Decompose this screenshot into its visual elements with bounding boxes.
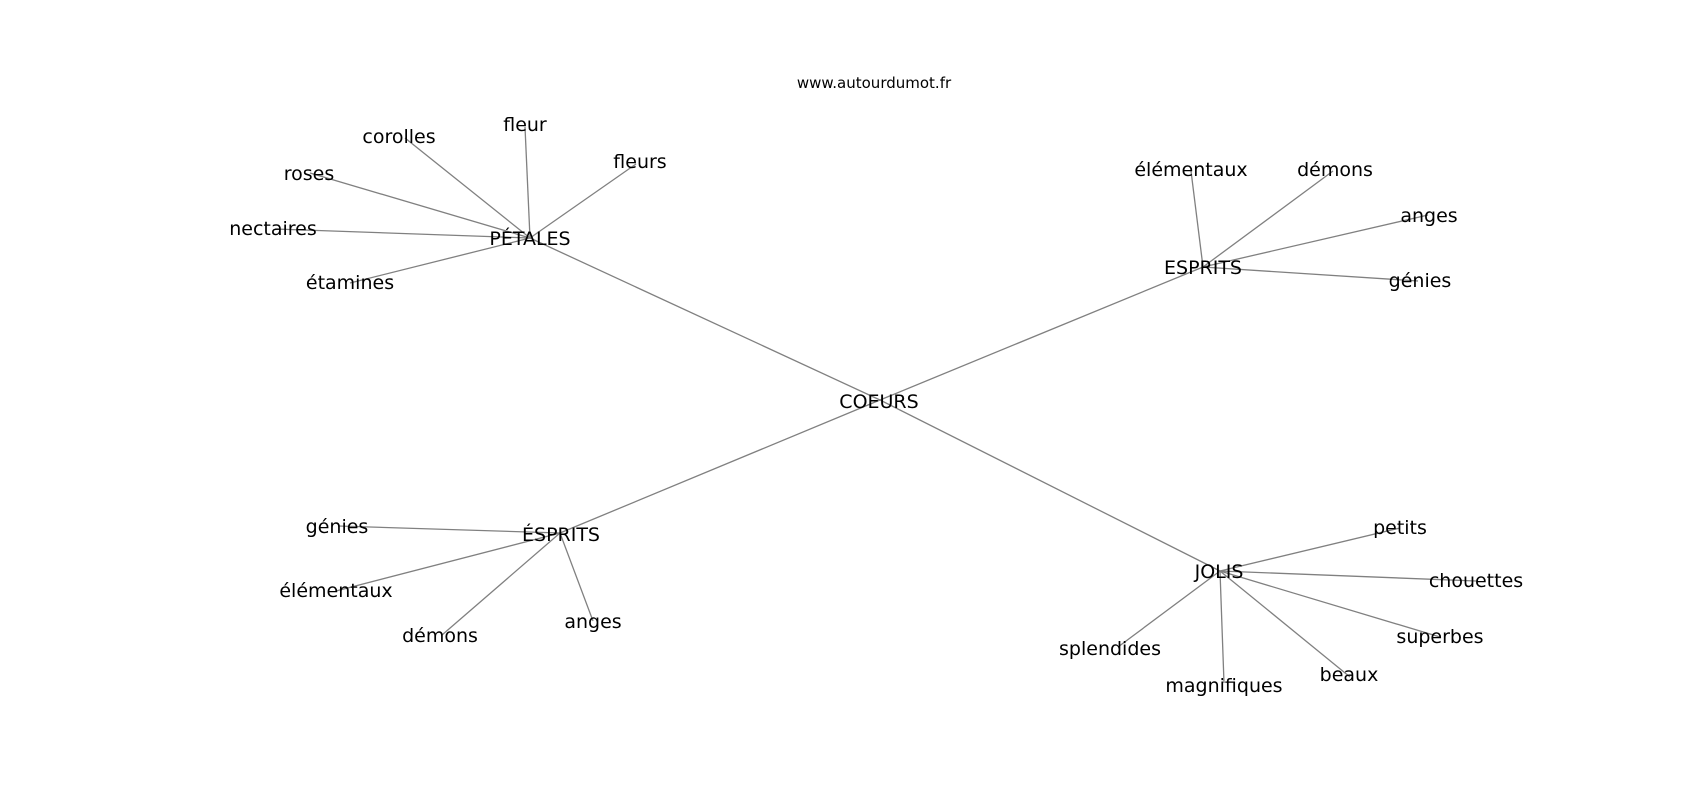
node-hub-esprits: ESPRITS xyxy=(1164,257,1242,279)
node-leaf-chouettes: chouettes xyxy=(1429,570,1523,592)
edge-jolis-magnifiques xyxy=(1219,570,1225,684)
edge-esprits-genies xyxy=(1202,266,1419,282)
edge-petales-fleur xyxy=(524,126,531,239)
node-leaf-anges: anges xyxy=(564,611,621,633)
node-leaf-fleurs: fleurs xyxy=(613,151,666,173)
node-hub-esprits-accent: ÉSPRITS xyxy=(522,523,600,546)
edge-esprits-demons xyxy=(1202,170,1334,268)
edge-center-esprits xyxy=(879,266,1204,401)
node-leaf-corolles: corolles xyxy=(362,126,435,148)
edge-jolis-splendides xyxy=(1117,570,1221,648)
edge-esprits-anges xyxy=(1202,214,1429,268)
source-watermark: www.autourdumot.fr xyxy=(797,74,952,92)
edge-esprits-accent-elementaux xyxy=(335,532,561,592)
edge-center-esprits-accent xyxy=(559,399,881,534)
node-leaf-roses: roses xyxy=(284,163,335,185)
edge-petales-etamines xyxy=(349,237,531,284)
edge-jolis-petits xyxy=(1219,527,1401,572)
node-leaf-nectaires: nectaires xyxy=(229,218,317,240)
edge-petales-roses xyxy=(309,172,531,239)
edge-esprits-accent-anges xyxy=(559,532,594,622)
node-leaf-etamines: étamines xyxy=(306,272,394,294)
edge-center-jolis xyxy=(879,399,1221,572)
node-leaf-beaux: beaux xyxy=(1320,664,1379,686)
node-leaf-demons: démons xyxy=(402,625,478,647)
edge-petales-fleurs xyxy=(529,163,637,239)
node-hub-jolis: JOLIS xyxy=(1194,561,1244,583)
node-leaf-demons: démons xyxy=(1297,159,1373,181)
node-leaf-anges: anges xyxy=(1400,205,1457,227)
edge-petales-corolles xyxy=(404,137,531,239)
node-leaf-petits: petits xyxy=(1373,517,1427,539)
edge-jolis-superbes xyxy=(1219,570,1441,638)
node-leaf-elementaux: élémentaux xyxy=(279,580,392,602)
node-leaf-splendides: splendides xyxy=(1059,638,1161,660)
node-hub-petales: PÉTALES xyxy=(489,227,570,250)
edge-esprits-accent-genies xyxy=(337,525,561,534)
edge-center-petales xyxy=(529,237,881,401)
graph-labels: www.autourdumot.fr COEURS PÉTALES coroll… xyxy=(229,74,1523,697)
edge-jolis-beaux xyxy=(1219,570,1351,678)
edge-petales-nectaires xyxy=(274,228,531,239)
edge-jolis-chouettes xyxy=(1219,570,1477,582)
node-leaf-elementaux: élémentaux xyxy=(1134,159,1247,181)
node-center: COEURS xyxy=(839,391,918,413)
edge-esprits-elementaux xyxy=(1190,170,1204,268)
edge-esprits-accent-demons xyxy=(441,532,561,636)
node-leaf-fleur: fleur xyxy=(503,114,547,136)
node-leaf-genies: génies xyxy=(1389,270,1452,292)
graph-edges xyxy=(274,126,1477,684)
node-leaf-superbes: superbes xyxy=(1396,626,1483,648)
node-leaf-genies: génies xyxy=(306,516,369,538)
node-leaf-magnifiques: magnifiques xyxy=(1165,675,1282,697)
